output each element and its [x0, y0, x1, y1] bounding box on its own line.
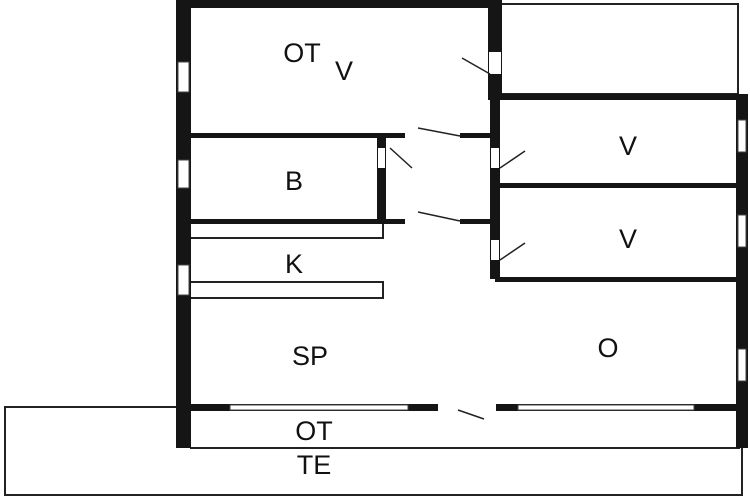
b-bottom-wall: [188, 219, 493, 224]
room-label-sp: SP: [292, 341, 328, 371]
k-lower-partition: [189, 281, 384, 299]
door-swing: [499, 242, 526, 261]
upper-right-wall: [488, 0, 502, 98]
window: [177, 61, 190, 93]
window: [229, 404, 409, 411]
window: [517, 404, 695, 411]
door-swing: [417, 127, 461, 137]
door-opening: [378, 148, 385, 168]
window: [737, 119, 747, 153]
window: [177, 159, 190, 189]
door-opening: [405, 219, 460, 224]
room-label-te: TE: [297, 450, 332, 480]
k-upper-partition: [189, 221, 384, 239]
annex-outline: [499, 3, 739, 95]
door-swing: [417, 211, 461, 222]
door-opening: [405, 133, 460, 138]
room-label-v-upper: V: [335, 56, 353, 86]
windows: [177, 52, 747, 411]
v-divider-wall: [497, 183, 742, 188]
door-opening: [438, 404, 496, 411]
door-opening: [491, 148, 499, 168]
door-swing: [457, 409, 485, 420]
room-label-v-mid: V: [619, 131, 637, 161]
window: [177, 264, 190, 296]
room-label-b: B: [285, 166, 303, 196]
top-wall: [176, 0, 502, 8]
door-opening: [489, 52, 501, 74]
room-label-ot-lower: OT: [295, 416, 333, 446]
b-right-wall: [377, 137, 386, 223]
ot-b-wall: [188, 133, 493, 138]
terrace-outline: [4, 406, 743, 496]
door-opening: [491, 240, 499, 260]
door-swing: [499, 150, 526, 169]
room-label-ot-upper: OT: [283, 38, 321, 68]
door-swing: [461, 57, 491, 75]
v-bottom-wall: [495, 277, 742, 282]
bedrooms-top-wall: [488, 94, 744, 100]
room-label-v-lower: V: [619, 224, 637, 254]
window: [737, 348, 747, 382]
room-label-k: K: [285, 249, 303, 279]
door-swings: [389, 57, 526, 420]
left-wall: [176, 0, 191, 448]
window: [737, 214, 747, 248]
bedrooms-left-wall: [490, 94, 500, 279]
thick-walls: [176, 0, 748, 448]
room-label-o: O: [597, 333, 618, 363]
door-swing: [389, 147, 413, 169]
